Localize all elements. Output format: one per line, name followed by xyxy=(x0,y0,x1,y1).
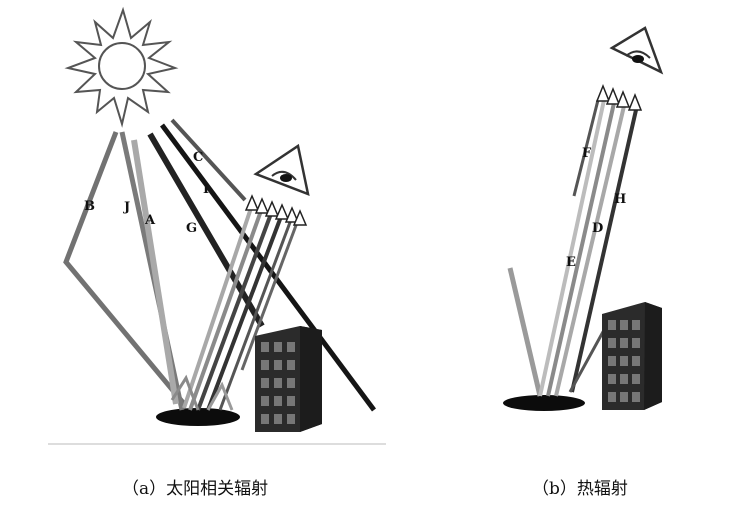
ground-surface-icon xyxy=(156,408,240,426)
label-h: H xyxy=(614,192,626,207)
ray-c xyxy=(170,118,247,202)
label-b: B xyxy=(84,199,95,214)
eye-sensor-icon xyxy=(253,143,310,196)
caption-a: （a）太阳相关辐射 xyxy=(122,479,269,499)
ground-surface-icon-b xyxy=(503,395,585,411)
label-j: J xyxy=(123,200,130,215)
ray-bundle-b xyxy=(507,99,638,397)
label-a: A xyxy=(144,213,156,228)
label-f: F xyxy=(582,146,592,161)
caption-b: （b）热辐射 xyxy=(532,479,628,499)
panel-b: F H D E xyxy=(503,26,664,411)
label-i: I xyxy=(203,182,209,197)
panel-a: B J A G I C xyxy=(48,6,386,445)
label-d: D xyxy=(592,221,603,236)
building-icon-b xyxy=(602,302,662,410)
label-e: E xyxy=(566,255,576,270)
sun-icon xyxy=(64,6,179,128)
ray-a xyxy=(131,139,179,405)
arrowheads-b xyxy=(595,83,643,111)
ray-bundle-to-sensor xyxy=(170,204,300,411)
label-c: C xyxy=(193,150,203,165)
ray-i xyxy=(159,123,377,412)
ray-g xyxy=(147,132,265,328)
ray-b xyxy=(63,131,187,407)
building-icon xyxy=(255,326,322,432)
label-g: G xyxy=(186,221,197,236)
arrowheads-a xyxy=(244,194,308,226)
eye-sensor-icon-b xyxy=(609,26,664,75)
